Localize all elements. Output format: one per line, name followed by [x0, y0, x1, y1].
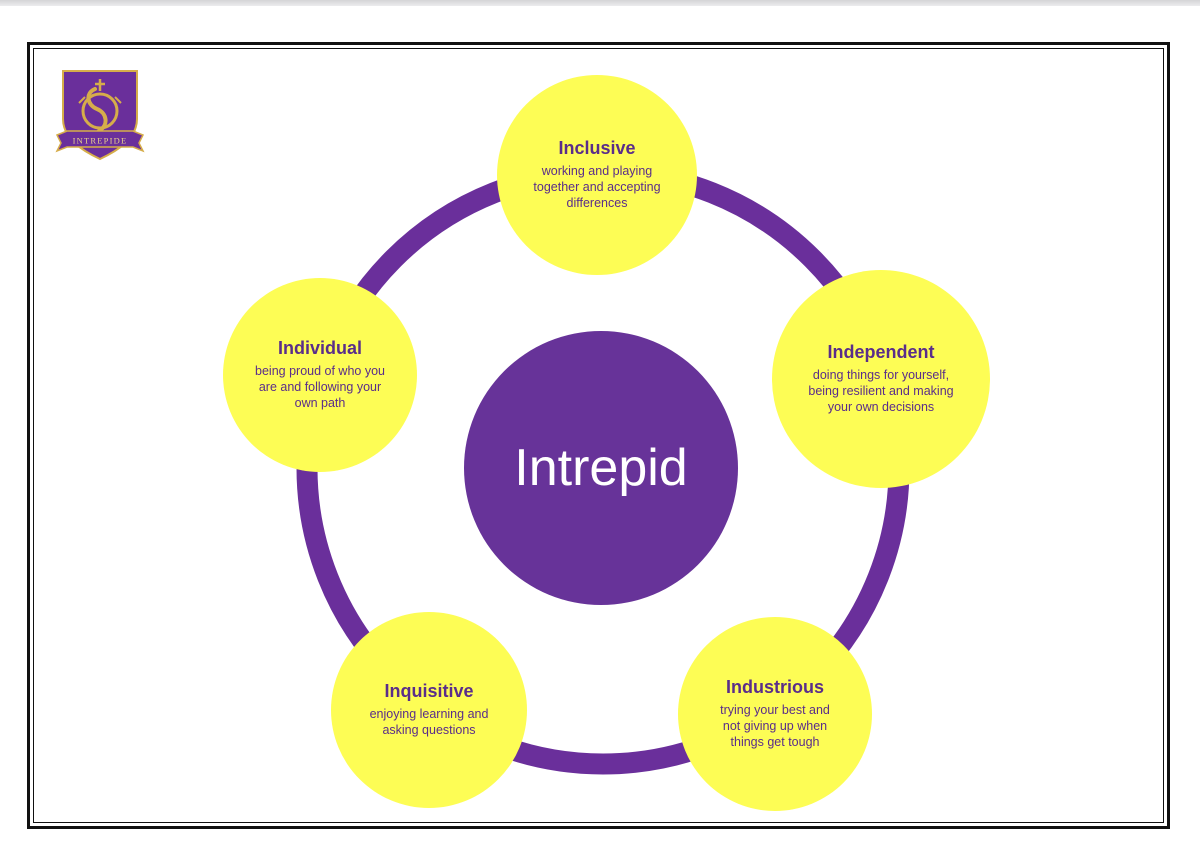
- node-title: Inquisitive: [384, 681, 474, 702]
- page-border-inner: [33, 48, 1164, 823]
- center-circle: Intrepid: [464, 331, 738, 605]
- node-individual: Individual being proud of who you are an…: [223, 278, 417, 472]
- page-border-outer: [27, 42, 1170, 829]
- node-description: working and playing together and accepti…: [533, 163, 661, 211]
- node-inclusive: Inclusive working and playing together a…: [497, 75, 697, 275]
- node-title: Individual: [277, 338, 362, 359]
- school-crest-logo: INTREPIDE: [55, 70, 145, 161]
- center-label: Intrepid: [514, 439, 688, 497]
- crest-motto-text: INTREPIDE: [73, 136, 128, 146]
- node-description: enjoying learning and asking questions: [369, 707, 489, 738]
- node-title: Inclusive: [558, 138, 636, 159]
- node-inquisitive: Inquisitive enjoying learning and asking…: [331, 612, 527, 808]
- node-description: doing things for yourself, being resilie…: [808, 367, 954, 415]
- node-title: Independent: [827, 342, 935, 363]
- top-shadow-bar: [0, 0, 1200, 6]
- node-industrious: Industrious trying your best and not giv…: [678, 617, 872, 811]
- node-title: Industrious: [726, 677, 824, 698]
- node-independent: Independent doing things for yourself, b…: [772, 270, 990, 488]
- node-description: being proud of who you are and following…: [255, 363, 385, 411]
- node-description: trying your best and not giving up when …: [720, 702, 830, 750]
